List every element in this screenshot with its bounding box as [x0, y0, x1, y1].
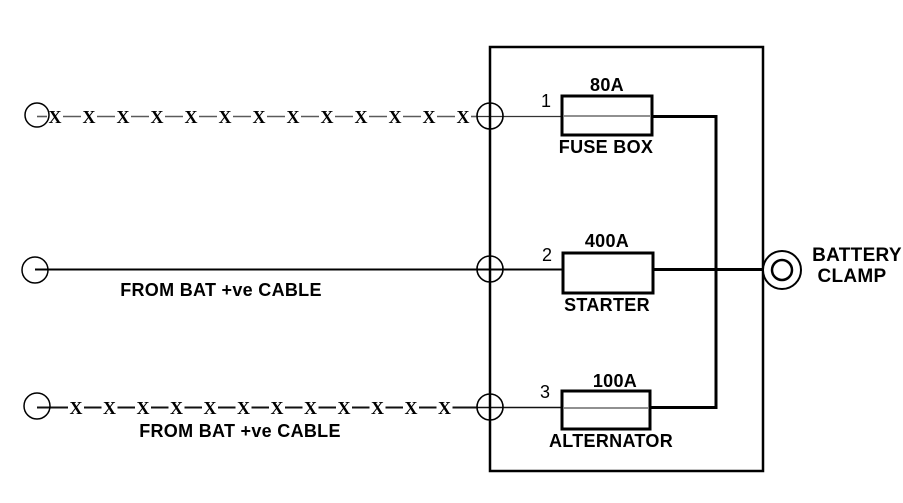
terminal-circle-2 [21, 256, 49, 284]
fuse-3-label: ALTERNATOR [549, 431, 673, 451]
svg-text:X: X [271, 398, 284, 418]
svg-text:X: X [103, 398, 116, 418]
svg-text:X: X [405, 398, 418, 418]
fuse-3-number: 3 [540, 382, 550, 402]
svg-text:X: X [253, 107, 266, 127]
junction-circle-3 [476, 393, 504, 421]
junction-circle-1 [476, 102, 504, 130]
svg-text:X: X [70, 398, 83, 418]
fuse-1-label: FUSE BOX [559, 137, 653, 157]
svg-text:X: X [287, 107, 300, 127]
fuse-2-number: 2 [542, 245, 552, 265]
svg-text:X: X [117, 107, 130, 127]
svg-text:X: X [457, 107, 470, 127]
terminal-circle-1 [24, 102, 50, 128]
fuse-1-rating: 80A [590, 75, 624, 95]
fuse-1-number: 1 [541, 91, 551, 111]
svg-text:X: X [204, 398, 217, 418]
svg-text:X: X [389, 107, 402, 127]
svg-text:X: X [83, 107, 96, 127]
battery-clamp-icon [762, 250, 802, 290]
svg-text:X: X [423, 107, 436, 127]
svg-text:X: X [355, 107, 368, 127]
terminal-circle-3 [23, 392, 51, 420]
fuse-2-label: STARTER [564, 295, 650, 315]
battery-clamp-label-line2: CLAMP [817, 266, 886, 287]
fuse-2-rect [561, 251, 655, 295]
svg-text:X: X [137, 398, 150, 418]
svg-text:X: X [49, 107, 62, 127]
svg-text:X: X [338, 398, 351, 418]
svg-text:X: X [219, 107, 232, 127]
fuse-3-rating: 100A [593, 371, 637, 391]
svg-text:X: X [237, 398, 250, 418]
battery-clamp-label-line1: BATTERY [812, 245, 902, 266]
svg-text:X: X [371, 398, 384, 418]
svg-text:X: X [321, 107, 334, 127]
svg-text:X: X [438, 398, 451, 418]
junction-circle-2 [476, 255, 504, 283]
svg-text:X: X [185, 107, 198, 127]
svg-text:X: X [170, 398, 183, 418]
fuse-box-outline [488, 45, 765, 473]
cable-2-label: FROM BAT +ve CABLE [120, 280, 322, 300]
fuse-3-rect [560, 389, 652, 431]
cable-3-label: FROM BAT +ve CABLE [139, 421, 341, 441]
svg-text:X: X [151, 107, 164, 127]
svg-text:X: X [304, 398, 317, 418]
fuse-2-rating: 400A [585, 231, 629, 251]
